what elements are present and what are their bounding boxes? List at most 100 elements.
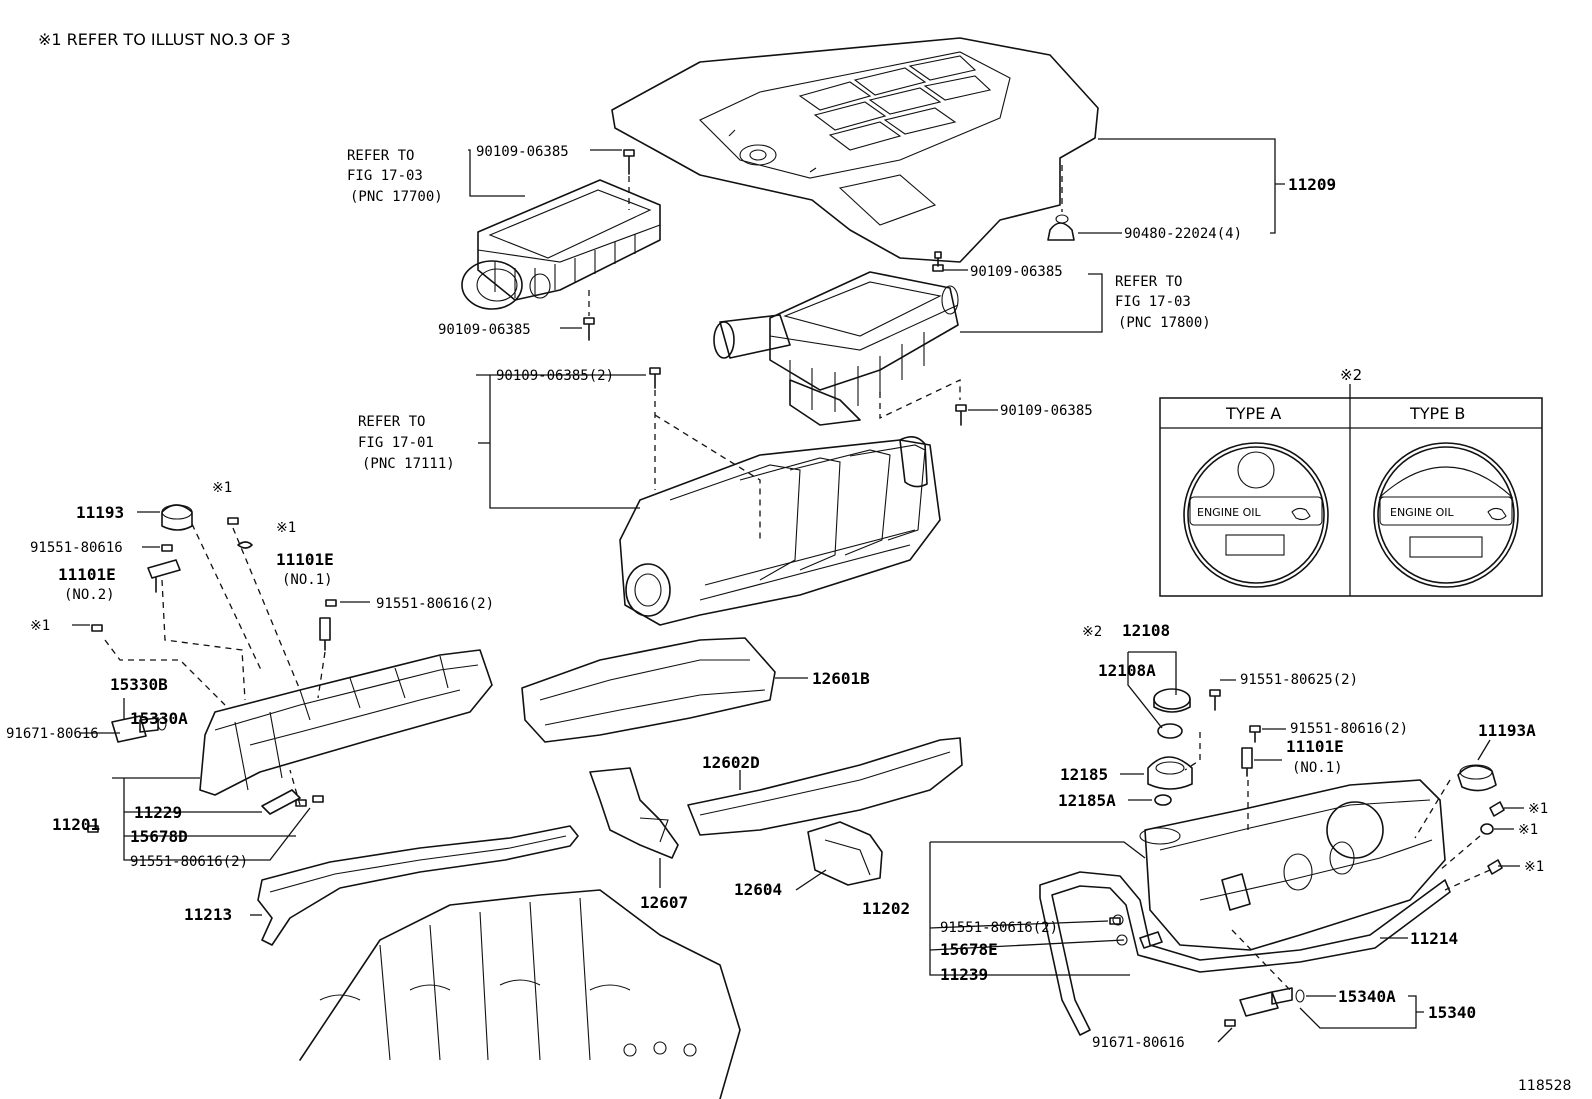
ref-17800-line2: FIG 17-03 [1115,294,1191,310]
engine-cover-drawing [611,37,1099,263]
right-bolts [1109,689,1505,1027]
label-91671-80616-left: 91671-80616 [6,726,99,742]
left-sensor-11101e-no2 [147,559,181,593]
insulator-12602d [687,737,963,836]
label-11101e-no1-left-sub: (NO.1) [282,572,333,588]
insulator-12601b [521,637,776,743]
ref-17111-line1: REFER TO [358,414,425,430]
ref-17111-line3: (PNC 17111) [362,456,455,472]
label-11209: 11209 [1288,175,1336,194]
label-15340: 15340 [1428,1003,1476,1022]
marker-1-a: ※1 [212,480,232,496]
header-note: ※1 REFER TO ILLUST NO.3 OF 3 [38,30,291,49]
label-91551-80616-2-lower: 91551-80616(2) [130,854,248,870]
marker-1-r2: ※1 [1518,822,1538,838]
cover-12604 [807,821,883,886]
gasket-11229 [261,789,301,815]
label-12108: 12108 [1122,621,1170,640]
gasket-11239 [1139,931,1163,949]
intake-manifold-drawing [619,436,941,626]
label-15678e: 15678E [940,940,998,959]
right-air-cleaner-drawing [713,271,959,426]
type-a-heading: TYPE A [1225,404,1281,423]
label-90109-06385-2: 90109-06385(2) [496,368,614,384]
figure-number: 118528 [1518,1078,1571,1094]
label-15330a: 15330A [130,709,188,728]
left-small-bolts [87,517,337,833]
type-box-marker: ※2 [1340,366,1362,384]
gasket-11213 [257,825,579,946]
label-15340a: 15340A [1338,987,1396,1006]
bracket-12607 [589,767,679,859]
label-11101e-right: 11101E [1286,737,1344,756]
label-15678d: 15678D [130,827,188,846]
label-11214: 11214 [1410,929,1458,948]
label-90109-06385-left-low: 90109-06385 [438,322,531,338]
label-12185a: 12185A [1058,791,1116,810]
label-90109-06385-right-low: 90109-06385 [1000,403,1093,419]
bolt-06385-right-top [932,251,944,272]
label-11239: 11239 [940,965,988,984]
label-11193a: 11193A [1478,721,1536,740]
bolt-06385-right-low [955,404,967,426]
marker-2: ※2 [1082,624,1102,640]
marker-1-c: ※1 [30,618,50,634]
part-labels: 11209 90480-22024(4) 90109-06385 90109-0… [6,144,1548,1051]
ref-17111-line2: FIG 17-01 [358,435,434,451]
label-11201: 11201 [52,815,100,834]
ref-17700-line2: FIG 17-03 [347,168,423,184]
label-12108a: 12108A [1098,661,1156,680]
label-11229: 11229 [134,803,182,822]
gasket-11214 [1039,871,1451,1036]
label-91551-80616-left: 91551-80616 [30,540,123,556]
right-cap-11193a [1457,764,1497,792]
bolt-06385-top [623,149,635,175]
left-ocv-15330b [111,715,167,743]
leader-11209 [1098,138,1285,234]
label-12185: 12185 [1060,765,1108,784]
label-91551-80616-2-right: 91551-80616(2) [1290,721,1408,737]
label-90109-06385-right-top: 90109-06385 [970,264,1063,280]
label-90109-06385-top: 90109-06385 [476,144,569,160]
left-cap-11193 [161,504,193,531]
type-a-cap-text: ENGINE OIL [1197,506,1262,519]
oil-cap-type-box [1159,384,1543,597]
label-91671-80616-right: 91671-80616 [1092,1035,1185,1051]
type-b-cap-text: ENGINE OIL [1390,506,1455,519]
marker-1-r3: ※1 [1524,859,1544,875]
label-11101e-no2-sub: (NO.2) [64,587,115,603]
label-91551-80616-2-r2: 91551-80616(2) [940,920,1058,936]
label-12601b: 12601B [812,669,870,688]
grommet-90480 [1047,214,1075,241]
label-12602d: 12602D [702,753,760,772]
type-b-heading: TYPE B [1409,404,1465,423]
right-valve-cover-drawing [1139,779,1446,951]
left-sensor-11101e-no1 [319,617,331,651]
label-91551-80616-2-left: 91551-80616(2) [376,596,494,612]
bolt-06385-left-low [583,317,595,341]
engine-block-drawing [299,889,741,1099]
left-valve-cover-drawing [199,649,493,796]
left-air-cleaner-drawing [461,179,661,310]
label-11101e-no1-left: 11101E [276,550,334,569]
label-11213: 11213 [184,905,232,924]
bolt-06385-2 [649,367,661,389]
label-11101e-right-sub: (NO.1) [1292,760,1343,776]
ref-17700-line3: (PNC 17700) [350,189,443,205]
marker-1-r1: ※1 [1528,801,1548,817]
label-11202: 11202 [862,899,910,918]
label-91551-80625-2: 91551-80625(2) [1240,672,1358,688]
label-90480-22024: 90480-22024(4) [1124,226,1242,242]
label-11193: 11193 [76,503,124,522]
label-12604: 12604 [734,880,782,899]
right-ocv-15340 [1239,987,1305,1017]
label-12607: 12607 [640,893,688,912]
oil-filler-cap-12108 [1147,688,1193,806]
label-15330b: 15330B [110,675,168,694]
ref-17800-line3: (PNC 17800) [1118,315,1211,331]
label-11101e-no2: 11101E [58,565,116,584]
ref-17800-line1: REFER TO [1115,274,1182,290]
marker-1-b: ※1 [276,520,296,536]
